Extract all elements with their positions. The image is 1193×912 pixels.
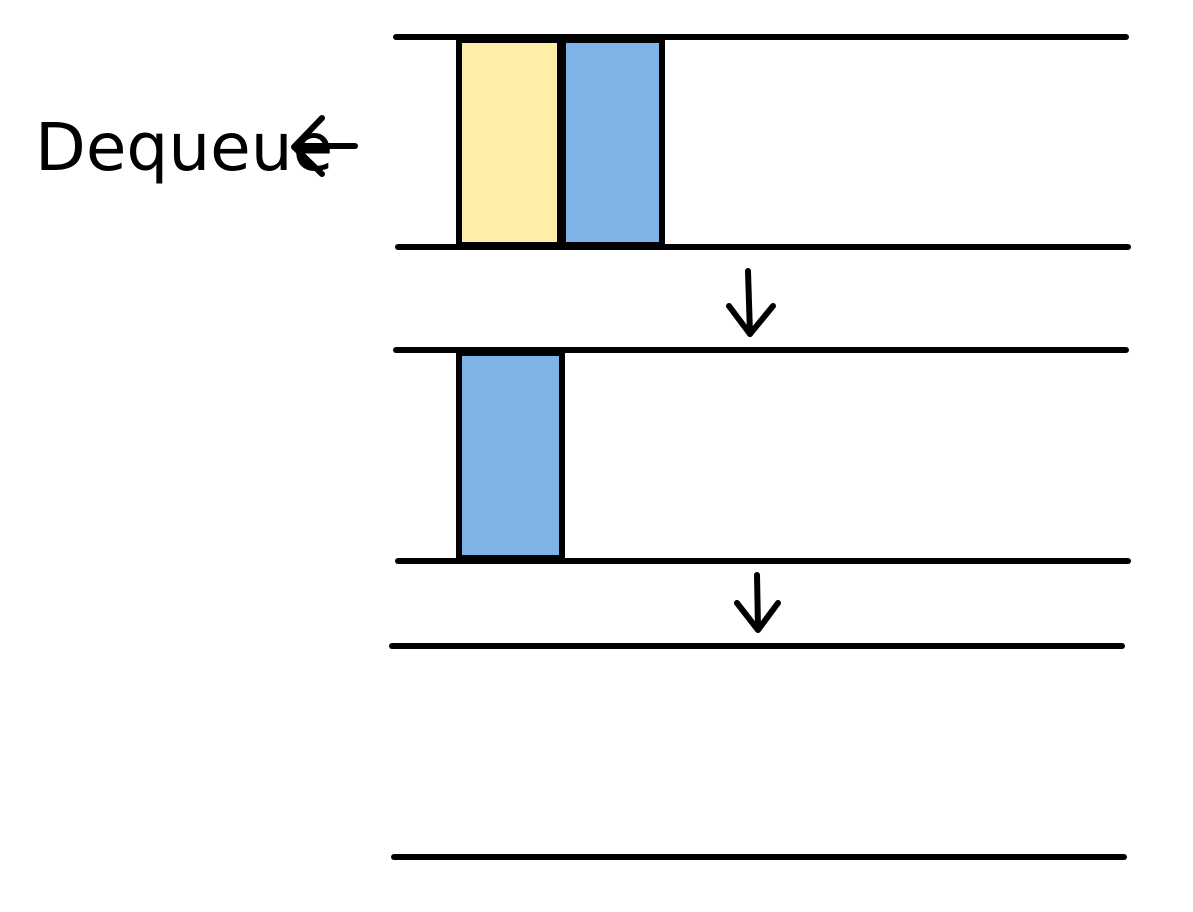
queue-state-2 (393, 347, 1131, 564)
queue-element-blue (456, 350, 565, 561)
left-arrow-icon (291, 115, 358, 177)
dequeue-label-group: Dequeue (35, 109, 358, 186)
queue-state-3 (389, 643, 1127, 860)
queue-state-1 (393, 34, 1131, 250)
down-arrow-icon (734, 572, 781, 633)
down-arrow-icon (726, 268, 776, 337)
dequeue-label: Dequeue (35, 109, 333, 186)
queue-element-blue (560, 37, 665, 248)
queue-element-yellow (456, 37, 563, 248)
